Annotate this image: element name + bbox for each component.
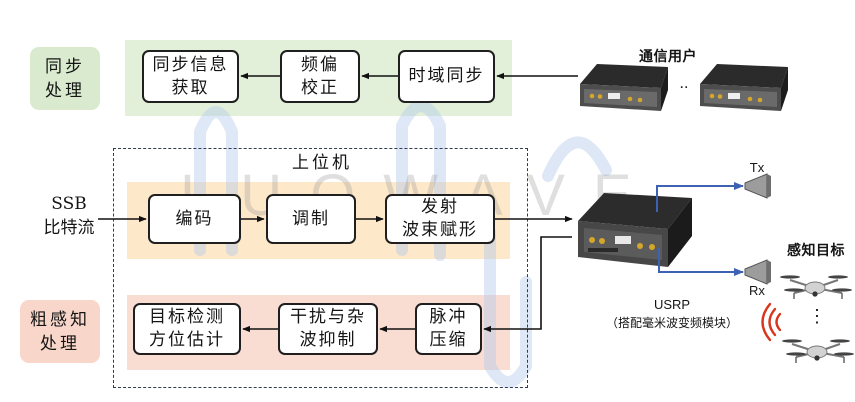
ssb-input-label: SSB 比特流 [38,192,100,240]
horn-antenna-icon [744,173,771,199]
block-line: 发射 [421,197,459,217]
rx-label: Rx [749,283,765,298]
tx-label: Tx [749,160,765,175]
block-line: 目标检测 [149,307,225,327]
block-line: 干扰与杂 [290,307,366,327]
block-line: 压缩 [429,330,468,350]
side-label-line: 处理 [40,333,80,354]
block-frequency-offset-correction: 频偏 校正 [280,50,360,103]
block-line: 获取 [171,77,210,98]
block-pulse-compression: 脉冲 压缩 [415,303,482,355]
radar-signal-icon [761,302,782,342]
sensing-target-ellipsis: ⋮ [808,306,826,327]
comm-users-ellipsis: ·· [679,80,689,96]
block-time-domain-sync: 时域同步 [398,50,495,103]
block-line: 脉冲 [429,307,468,327]
sync-processing-label: 同步 处理 [30,47,100,110]
block-line: 波抑制 [299,330,357,350]
input-label-line: SSB [51,194,87,214]
block-line: 校正 [301,77,339,98]
tx-feed-line [656,182,744,212]
side-label-line: 处理 [45,80,85,101]
input-label-line: 比特流 [43,218,95,238]
block-line: 同步信息 [152,54,229,75]
arrow-usrp-to-pulse-compression [483,236,572,333]
drone-icon [782,339,854,363]
side-label-line: 粗感知 [30,309,90,330]
comm-users-label: 通信用户 [639,48,697,64]
block-sync-info-acquisition: 同步信息 获取 [142,50,239,103]
block-modulation: 调制 [266,194,356,244]
usrp-note: （搭配毫米波变频模块） [605,316,738,330]
side-label-line: 同步 [45,56,85,77]
comm-user-device-icon [580,64,668,111]
host-computer-frame [113,148,528,388]
block-line: 频偏 [301,54,339,75]
block-line: 时域同步 [408,66,485,86]
block-line: 方位估计 [149,330,225,350]
usrp-name: USRP [653,297,691,312]
block-line: 调制 [292,208,330,229]
coarse-sensing-label: 粗感知 处理 [20,300,100,363]
sensing-target-label: 感知目标 [787,242,845,258]
usrp-device-icon [578,193,692,267]
rx-feed-line [658,248,744,276]
block-clutter-suppression: 干扰与杂 波抑制 [278,303,378,355]
block-line: 波束赋形 [402,220,478,240]
horn-antenna-icon [744,259,771,285]
block-target-detection: 目标检测 方位估计 [133,303,241,355]
host-title: 上位机 [292,153,352,173]
comm-user-device-icon [700,64,788,111]
drone-icon [780,275,852,299]
block-encoding: 编码 [148,194,241,244]
block-line: 编码 [175,208,214,229]
block-transmit-beamforming: 发射 波束赋形 [385,194,495,244]
